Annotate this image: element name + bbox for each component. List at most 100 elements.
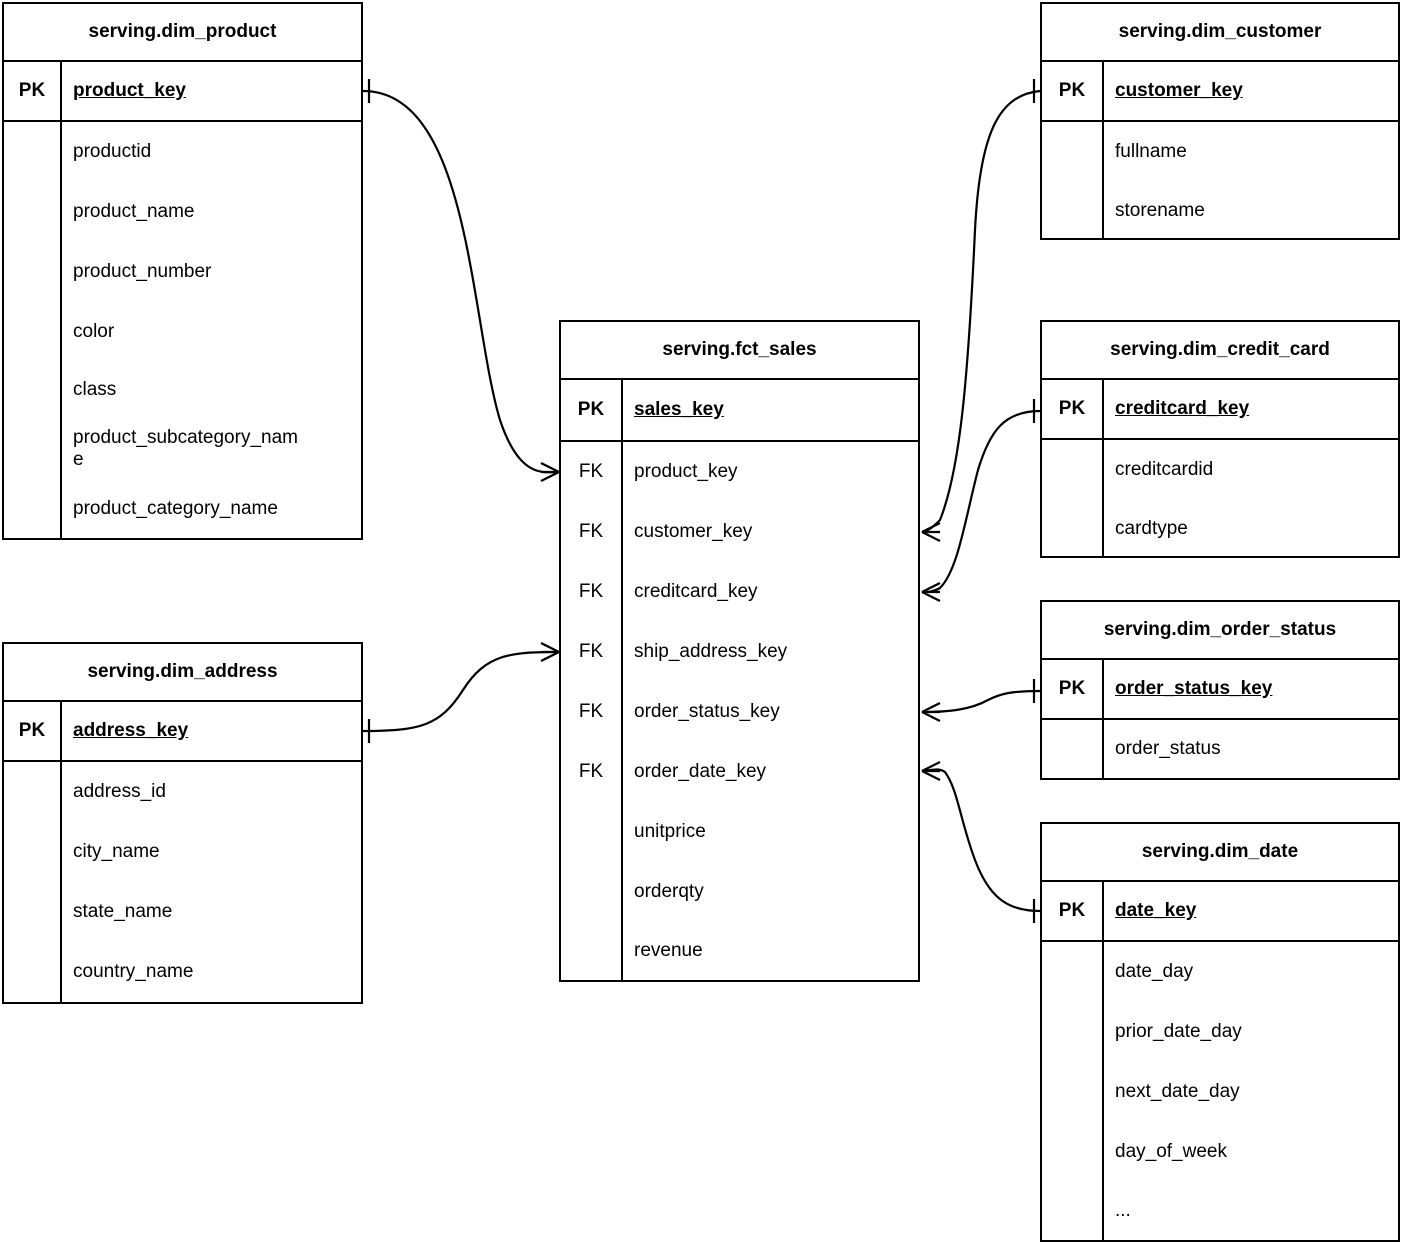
column-row[interactable]: orderqty [561, 862, 918, 922]
column-row[interactable]: creditcardid [1042, 440, 1398, 500]
column-row[interactable]: PK creditcard_key [1042, 380, 1398, 440]
entity-title-dim-credit-card: serving.dim_credit_card [1042, 322, 1398, 380]
entity-dim-order-status[interactable]: serving.dim_order_status PK order_status… [1040, 600, 1400, 780]
entity-title-dim-order-status: serving.dim_order_status [1042, 602, 1398, 660]
column-key-badge [561, 922, 623, 980]
column-row[interactable]: cardtype [1042, 500, 1398, 558]
column-key-badge [4, 242, 62, 302]
entity-columns-dim-customer: PK customer_key fullname storename [1042, 62, 1398, 240]
crowsfoot-address-a [540, 642, 560, 653]
column-row[interactable]: color [4, 302, 361, 362]
relationship-customer [921, 79, 1041, 542]
column-row[interactable]: state_name [4, 882, 361, 942]
column-row[interactable]: ... [1042, 1182, 1398, 1240]
column-row[interactable]: unitprice [561, 802, 918, 862]
column-row[interactable]: PK sales_key [561, 380, 918, 442]
column-row[interactable]: date_day [1042, 942, 1398, 1002]
crowsfoot-product-b [540, 471, 560, 482]
column-key-badge [4, 418, 62, 480]
column-name: ship_address_key [634, 640, 788, 662]
column-row[interactable]: productid [4, 122, 361, 182]
entity-columns-dim-credit-card: PK creditcard_key creditcardid cardtype [1042, 380, 1398, 558]
column-row[interactable]: day_of_week [1042, 1122, 1398, 1182]
column-name: orderqty [634, 880, 704, 902]
column-row[interactable]: PK customer_key [1042, 62, 1398, 122]
column-row[interactable]: order_status [1042, 720, 1398, 778]
column-name: country_name [73, 960, 194, 982]
column-key-badge [1042, 182, 1104, 240]
column-key-badge [4, 480, 62, 538]
column-row[interactable]: FK creditcard_key [561, 562, 918, 622]
crowsfoot-date-b [921, 770, 941, 781]
column-name: customer_key [634, 520, 753, 542]
column-row[interactable]: city_name [4, 822, 361, 882]
entity-dim-customer[interactable]: serving.dim_customer PK customer_key ful… [1040, 2, 1400, 240]
column-row[interactable]: FK order_status_key [561, 682, 918, 742]
column-row[interactable]: revenue [561, 922, 918, 980]
column-key-badge [1042, 500, 1104, 558]
column-name: order_status_key [634, 700, 780, 722]
column-name: state_name [73, 900, 173, 922]
column-key-badge [1042, 1182, 1104, 1240]
column-key-badge [4, 182, 62, 242]
relationship-date [921, 761, 1041, 923]
column-row[interactable]: PK address_key [4, 702, 361, 762]
entity-dim-date[interactable]: serving.dim_date PK date_key date_day pr… [1040, 822, 1400, 1242]
entity-dim-credit-card[interactable]: serving.dim_credit_card PK creditcard_ke… [1040, 320, 1400, 558]
entity-dim-address[interactable]: serving.dim_address PK address_key addre… [2, 642, 363, 1004]
entity-fct-sales[interactable]: serving.fct_sales PK sales_key FK produc… [559, 320, 920, 982]
column-name: date_day [1115, 960, 1194, 982]
crowsfoot-address-b [540, 651, 560, 662]
column-name: creditcardid [1115, 458, 1214, 480]
column-name: product_subcategory_name [73, 426, 298, 470]
column-key-badge [4, 362, 62, 418]
column-row[interactable]: FK order_date_key [561, 742, 918, 802]
column-key-badge: PK [561, 380, 623, 440]
column-row[interactable]: address_id [4, 762, 361, 822]
column-row[interactable]: prior_date_day [1042, 1002, 1398, 1062]
column-row[interactable]: class [4, 362, 361, 418]
entity-dim-product[interactable]: serving.dim_product PK product_key produ… [2, 2, 363, 540]
entity-columns-dim-address: PK address_key address_id city_name stat… [4, 702, 361, 1002]
column-name: date_key [1115, 899, 1197, 921]
column-row[interactable]: product_category_name [4, 480, 361, 538]
crowsfoot-product-a [540, 462, 560, 473]
column-name: creditcard_key [634, 580, 758, 602]
entity-columns-fct-sales: PK sales_key FK product_key FK customer_… [561, 380, 918, 980]
column-row[interactable]: PK product_key [4, 62, 361, 122]
column-name: product_name [73, 200, 195, 222]
column-key-badge [1042, 122, 1104, 182]
column-row[interactable]: next_date_day [1042, 1062, 1398, 1122]
column-row[interactable]: FK ship_address_key [561, 622, 918, 682]
column-name: product_number [73, 260, 212, 282]
column-row[interactable]: PK order_status_key [1042, 660, 1398, 720]
column-key-badge [561, 862, 623, 922]
column-row[interactable]: FK customer_key [561, 502, 918, 562]
column-row[interactable]: FK product_key [561, 442, 918, 502]
column-key-badge: FK [561, 502, 623, 562]
entity-title-dim-product: serving.dim_product [4, 4, 361, 62]
column-key-badge: PK [4, 702, 62, 760]
column-row[interactable]: product_subcategory_name [4, 418, 361, 480]
column-key-badge [1042, 1002, 1104, 1062]
column-name: ... [1115, 1199, 1131, 1221]
column-row[interactable]: fullname [1042, 122, 1398, 182]
column-row[interactable]: PK date_key [1042, 882, 1398, 942]
column-row[interactable]: storename [1042, 182, 1398, 240]
column-key-badge: FK [561, 562, 623, 622]
column-name: address_id [73, 780, 166, 802]
crowsfoot-orderstatus-a [921, 702, 941, 713]
column-key-badge: PK [1042, 882, 1104, 940]
column-name: revenue [634, 939, 703, 961]
column-name: class [73, 378, 117, 400]
column-row[interactable]: country_name [4, 942, 361, 1002]
column-key-badge [4, 942, 62, 1002]
column-name: creditcard_key [1115, 397, 1250, 419]
column-key-badge [1042, 720, 1104, 778]
column-row[interactable]: product_name [4, 182, 361, 242]
entity-title-dim-address: serving.dim_address [4, 644, 361, 702]
column-row[interactable]: product_number [4, 242, 361, 302]
crowsfoot-creditcard-b [921, 591, 941, 602]
column-name: unitprice [634, 820, 706, 842]
column-name: productid [73, 140, 152, 162]
